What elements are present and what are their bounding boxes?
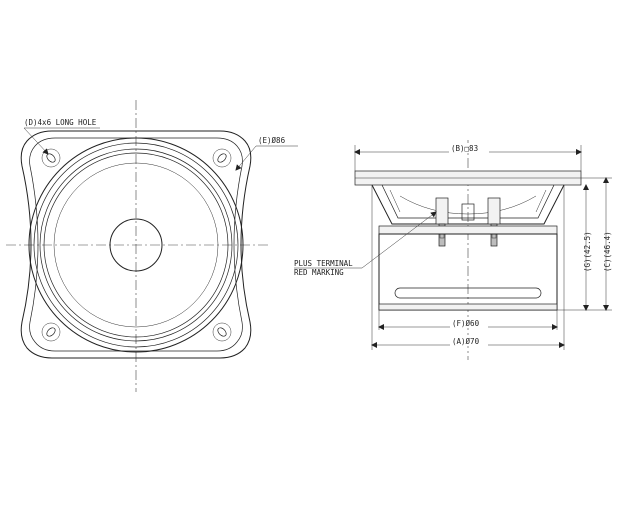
front-frame-outline [20, 130, 252, 359]
side-basket-ribs [389, 189, 547, 213]
front-surround-outer [28, 137, 244, 353]
terminal-left [435, 197, 449, 247]
center-vent-plug [461, 203, 475, 221]
side-basket [371, 184, 565, 225]
front-cone-inner [53, 162, 219, 328]
mounting-hole-bottom-right [212, 322, 232, 342]
side-back-plate [378, 303, 558, 311]
front-view: (D)4x6 LONG HOLE (E)Ø86 [6, 100, 298, 392]
front-dust-cap [109, 218, 163, 272]
mounting-hole-bottom-left [41, 322, 61, 342]
frame-diameter-label: (E)Ø86 [258, 136, 286, 145]
terminal-arrow [361, 211, 437, 269]
frame-square-label: (B)□83 [451, 144, 478, 153]
terminal-label-line1: PLUS TERMINAL [294, 259, 353, 268]
frame-diameter-arrow [235, 145, 257, 171]
front-surround-ring [33, 142, 239, 348]
side-top-plate [378, 225, 558, 235]
magnet-diameter-label: (F)Ø60 [452, 319, 480, 328]
front-cone-outer [43, 152, 229, 338]
side-view: PLUS TERMINAL RED MARKING (B)□83 (F)Ø60 … [294, 140, 612, 360]
long-hole-arrow [23, 127, 49, 155]
front-surround-inner [39, 148, 233, 342]
height-c-label: (C)(46.4) [603, 231, 612, 272]
side-cone-profile [399, 195, 537, 215]
side-basket-inner [381, 184, 555, 219]
height-g-label: (G)(42.5) [583, 231, 592, 272]
terminal-label-line2: RED MARKING [294, 268, 344, 277]
mounting-hole-top-right [212, 148, 232, 168]
terminal-right [487, 197, 501, 247]
mounting-hole-top-left [41, 148, 61, 168]
long-hole-label: (D)4x6 LONG HOLE [24, 118, 97, 127]
side-magnet-band [394, 287, 542, 299]
overall-diameter-label: (A)Ø70 [452, 337, 480, 346]
